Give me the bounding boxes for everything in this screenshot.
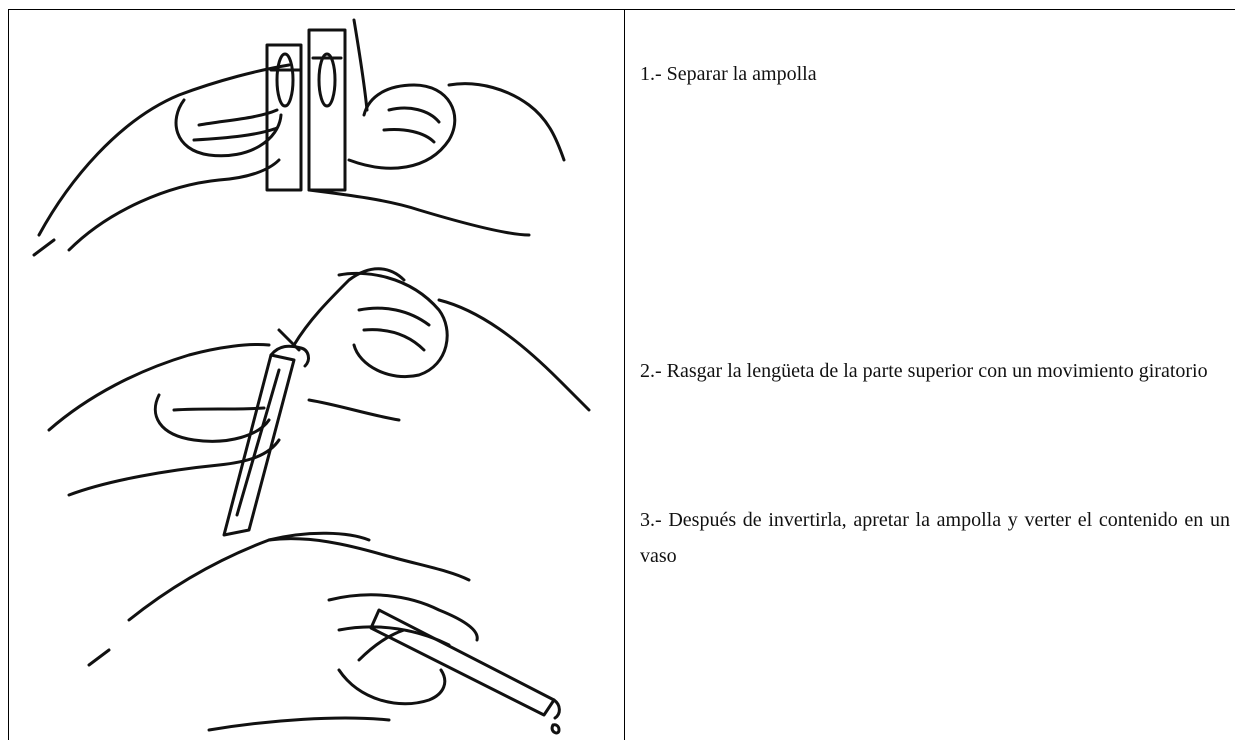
illustration-column: [9, 10, 624, 740]
step-1-text: 1.- Separar la ampolla: [640, 56, 1230, 92]
table-column-divider: [624, 9, 625, 740]
step-3-text: 3.- Después de invertirla, apretar la am…: [640, 502, 1230, 574]
hands-tearing-ampoule-tab-icon: [49, 269, 589, 535]
hand-squeezing-ampoule-icon: [89, 533, 559, 733]
step-2-text: 2.- Rasgar la lengüeta de la parte super…: [640, 353, 1230, 389]
hands-separating-ampoules-icon: [34, 20, 564, 255]
